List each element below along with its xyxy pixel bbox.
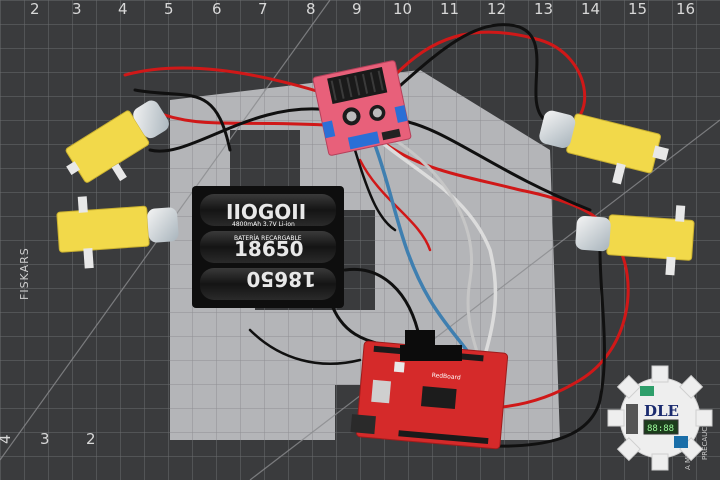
ruler-number: 10 [393, 0, 412, 18]
logo-module-icon [674, 436, 688, 448]
logo-lcd-icon [643, 419, 679, 435]
wire-red [393, 30, 587, 132]
wire-black [393, 23, 547, 122]
ruler-number: 2 [86, 430, 96, 448]
mat-corner-text: PRECAUCION [701, 414, 709, 460]
ruler-number: 16 [676, 0, 695, 18]
wire-black [248, 328, 362, 365]
wire-red [358, 158, 432, 252]
wire-blue [373, 143, 472, 357]
wire-black [353, 148, 397, 232]
ruler-number: 7 [258, 0, 268, 18]
power-jack [350, 414, 376, 435]
ruler-number: 4 [118, 0, 128, 18]
wire-black [468, 248, 606, 448]
wire-red [123, 66, 332, 97]
mat-brand: FISKARS [18, 247, 31, 300]
usb-connector [400, 330, 462, 361]
wire-white [383, 143, 498, 357]
ruler-number: 11 [440, 0, 459, 18]
gear-motor-mid-left [56, 196, 179, 269]
ruler-number: 12 [487, 0, 506, 18]
wire-black [148, 107, 332, 153]
microcontroller [420, 386, 457, 410]
battery-label: IIOGOII [226, 200, 306, 224]
battery-label: 18650 [234, 237, 304, 261]
motor-driver-board [312, 60, 412, 156]
wires [123, 23, 630, 448]
battery-cell [200, 268, 336, 300]
ruler-number: 2 [30, 0, 40, 18]
ruler-number: 9 [352, 0, 362, 18]
gear-motor-right [575, 205, 695, 276]
ruler-number: 6 [212, 0, 222, 18]
board-label: RedBoard [431, 372, 461, 382]
logo-lcd-text: 88:88 [647, 424, 674, 434]
battery-holder: IIOGOII 18650 18650 BATERÍA RECARGABLE 4… [192, 186, 344, 308]
logo-text: DLE [644, 402, 679, 420]
wire-white [393, 138, 480, 357]
battery-cell [200, 231, 336, 263]
logo-board-icon [640, 386, 654, 396]
gear-motor-top-left [65, 100, 169, 183]
ruler-number: 13 [534, 0, 553, 18]
ruler-number: 4 [0, 434, 14, 444]
battery-cell [200, 194, 336, 226]
mat-ruler: 2 3 4 5 6 7 8 9 10 11 12 13 14 15 16 4 3… [0, 0, 695, 448]
ruler-number: 5 [164, 0, 174, 18]
wire-black [398, 118, 592, 212]
battery-subtext: BATERÍA RECARGABLE [234, 235, 302, 242]
ruler-number: 15 [628, 0, 647, 18]
gear-motor-top-right [539, 110, 669, 185]
ruler-number: 14 [581, 0, 600, 18]
ruler-number: 8 [306, 0, 316, 18]
battery-label: 18650 [246, 267, 316, 291]
logo-phone-icon [626, 404, 638, 434]
dle-logo: DLE 88:88 [607, 365, 713, 471]
header-pins [398, 430, 489, 445]
wire-black [343, 267, 422, 342]
battery-subtext: 4800mAh 3.7V Li-ion [232, 221, 295, 228]
ruler-number: 3 [40, 430, 50, 448]
wire-red [378, 138, 602, 227]
ruler-number: 3 [72, 0, 82, 18]
